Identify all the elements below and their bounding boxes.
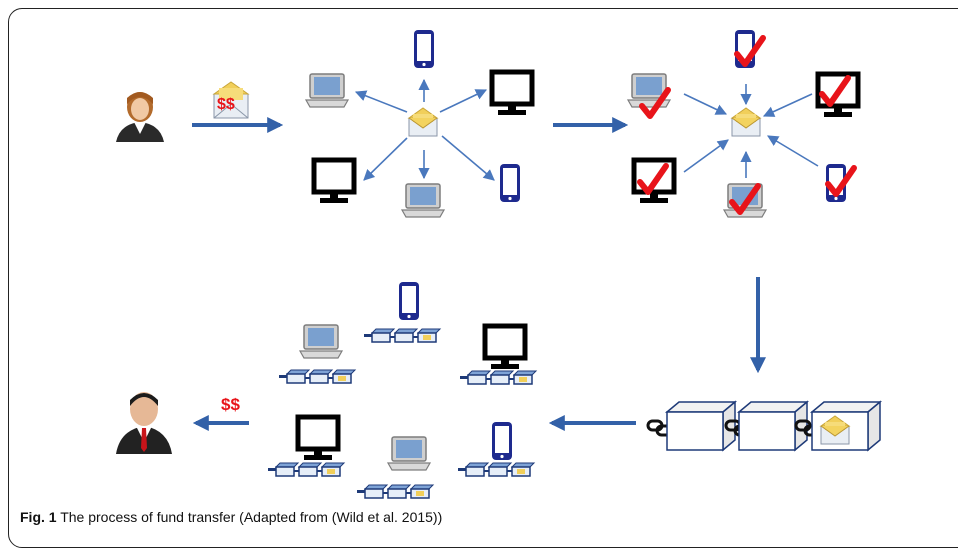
laptop-icon — [387, 436, 431, 471]
ledger-chain — [363, 328, 441, 343]
broadcast-network — [305, 30, 532, 218]
phone-icon — [414, 30, 434, 68]
phone-icon — [399, 282, 419, 320]
caption-label: Fig. 1 — [20, 509, 57, 525]
monitor-icon — [485, 326, 525, 369]
money-envelope-icon: $$ — [212, 81, 250, 119]
laptop-icon — [627, 73, 671, 108]
figure-caption: Fig. 1 The process of fund transfer (Ada… — [20, 509, 442, 525]
distributed-ledgers — [267, 282, 537, 499]
laptop-icon — [299, 324, 343, 359]
transaction-envelope-icon — [731, 107, 761, 137]
envelope-money-label: $$ — [217, 96, 235, 113]
received-money-label: $$ — [221, 395, 240, 414]
ledger-chain — [356, 484, 434, 499]
monitor-icon — [314, 160, 354, 203]
monitor-icon — [492, 72, 532, 115]
ledger-chain — [457, 462, 535, 477]
caption-text: The process of fund transfer (Adapted fr… — [56, 509, 443, 525]
transaction-envelope-icon — [408, 107, 438, 137]
phone-icon — [492, 422, 512, 460]
phone-icon — [500, 164, 520, 202]
ledger-chain — [459, 370, 537, 385]
sender-avatar — [116, 92, 164, 142]
ledger-chain — [267, 462, 345, 477]
monitor-icon — [298, 417, 338, 460]
laptop-icon — [305, 73, 349, 108]
blockchain-new-block — [646, 401, 881, 451]
ledger-chain — [278, 369, 356, 384]
receiver-avatar — [116, 392, 172, 454]
validation-network — [627, 30, 858, 218]
laptop-icon — [401, 183, 445, 218]
